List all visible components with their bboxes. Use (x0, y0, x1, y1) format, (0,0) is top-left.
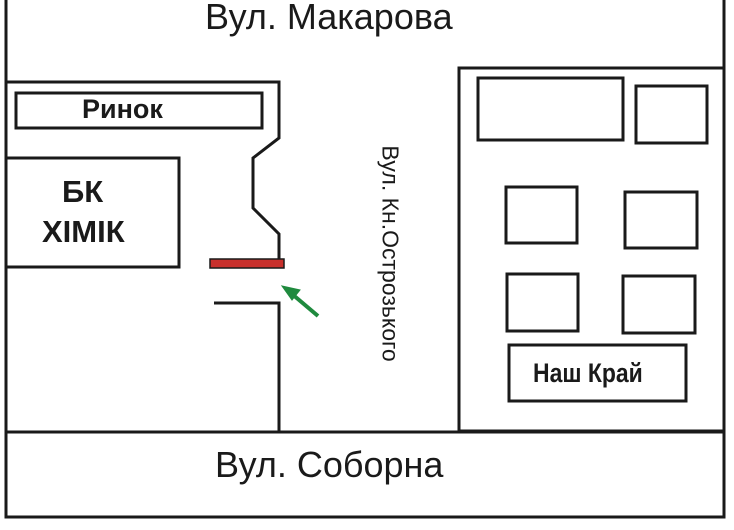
shop-building (507, 343, 688, 403)
building (621, 274, 697, 335)
sport-club-label-line2: ХІМІК (42, 214, 125, 249)
sport-club-label-line1: БК (62, 174, 104, 209)
left-block-top-outline (6, 80, 281, 262)
street-label-makarova: Вул. Макарова (205, 0, 453, 37)
left-block-bottom-outline (214, 301, 281, 432)
building (504, 185, 579, 245)
right-block (457, 66, 726, 433)
building (634, 84, 709, 145)
street-label-soborna: Вул. Соборна (215, 444, 444, 485)
entrance-marker (209, 258, 285, 269)
sport-club-building (4, 156, 181, 269)
building (623, 190, 699, 250)
building (476, 76, 625, 142)
market-building (14, 91, 264, 130)
shop-label: Наш Край (533, 358, 643, 388)
building (505, 272, 580, 333)
street-label-ostrozkoho: Вул. Кн.Острозького (377, 145, 404, 362)
arrow-icon (280, 285, 320, 318)
market-label: Ринок (82, 94, 163, 124)
